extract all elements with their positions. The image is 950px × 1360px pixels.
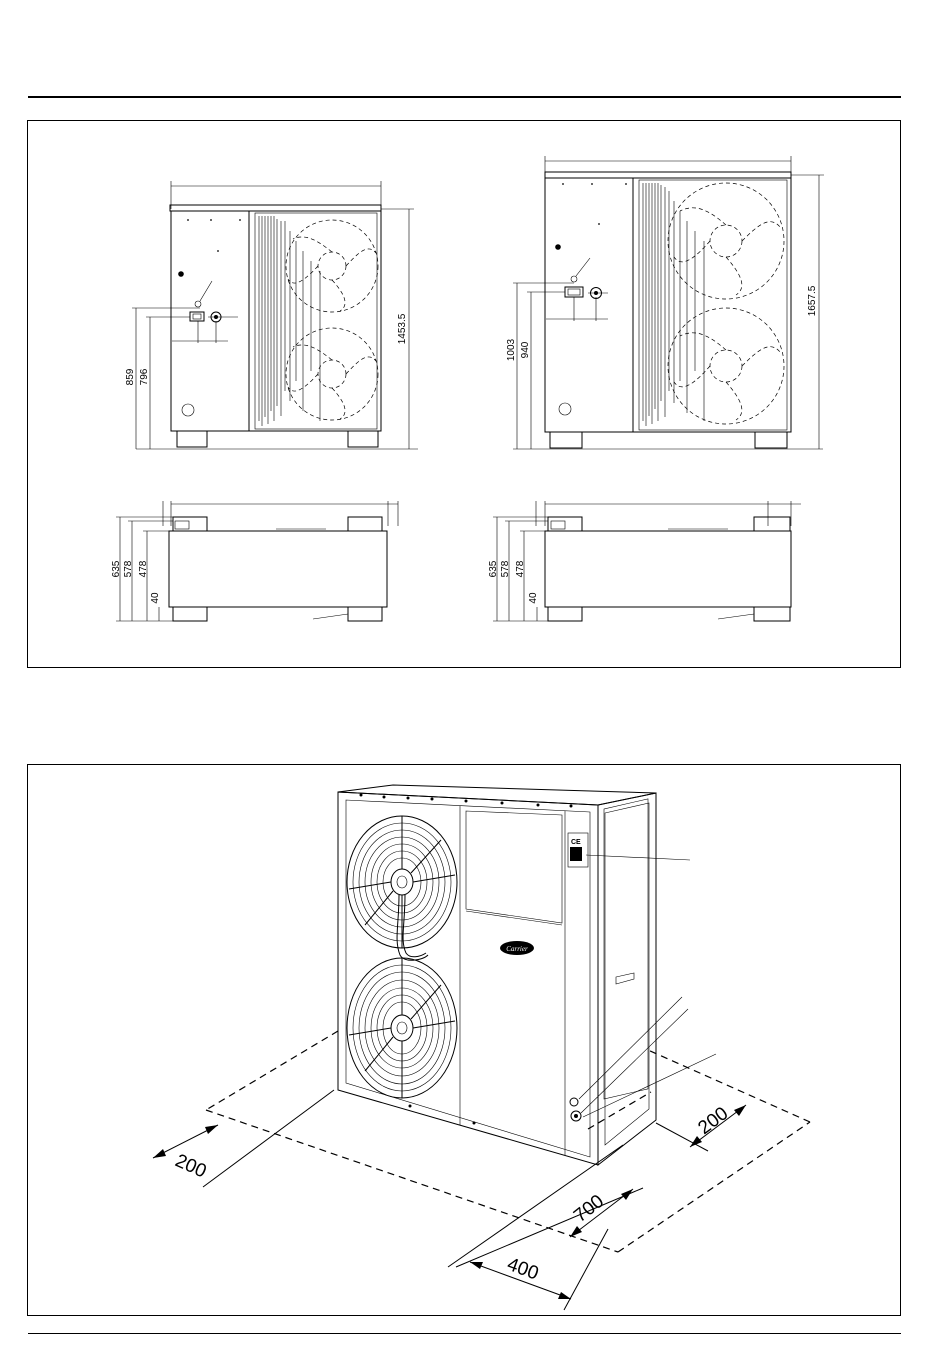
fan-lower	[347, 958, 457, 1098]
clearance-drawing-panel: CE Carrier 200 200 700	[27, 764, 901, 1316]
plan-view-large	[493, 501, 801, 621]
plan-small-depth-478: 478	[138, 560, 149, 577]
bottom-rule	[28, 1333, 901, 1334]
dimension-drawings: 1453.5 859 796	[28, 121, 900, 667]
connection-height-outer-small: 859	[125, 368, 136, 385]
connection-height-inner-large: 940	[520, 341, 531, 358]
plan-large-depth-40: 40	[528, 592, 539, 604]
plan-large-depth-635: 635	[488, 560, 499, 577]
clearance-outline	[206, 1031, 810, 1252]
dimension-drawings-panel: 1453.5 859 796	[27, 120, 901, 668]
height-label-small: 1453.5	[397, 313, 408, 344]
plan-small-depth-635: 635	[111, 560, 122, 577]
plan-small-depth-578: 578	[123, 560, 134, 577]
clearance-left-label: 200	[172, 1150, 210, 1182]
front-elevation-small	[132, 181, 418, 449]
outdoor-unit: CE	[338, 785, 716, 1165]
top-rule	[28, 96, 901, 98]
clearance-drawing: CE Carrier 200 200 700	[28, 765, 900, 1315]
fan-upper	[347, 816, 457, 948]
connection-height-outer-large: 1003	[506, 338, 517, 361]
clearance-rear-label: 400	[504, 1254, 541, 1285]
plan-large-depth-478: 478	[515, 560, 526, 577]
clearance-front-label: 700	[570, 1191, 608, 1227]
plan-large-depth-578: 578	[500, 560, 511, 577]
ce-mark: CE	[571, 839, 581, 846]
carrier-logo-text: Carrier	[506, 945, 528, 953]
connection-height-inner-small: 796	[139, 368, 150, 385]
clearance-right-label: 200	[694, 1103, 732, 1139]
front-elevation-large	[513, 156, 824, 449]
plan-small-depth-40: 40	[150, 592, 161, 604]
height-label-large: 1657.5	[807, 285, 818, 316]
